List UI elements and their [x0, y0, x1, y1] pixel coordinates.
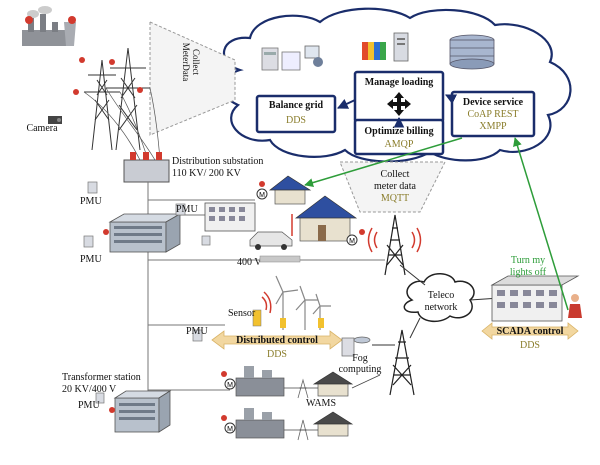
cloud-arrow-device-to-manage — [445, 94, 458, 105]
server-icon — [261, 47, 301, 71]
smart-meter-icon — [224, 422, 236, 434]
pmu-label: PMU — [80, 254, 102, 265]
collect-meter-data-protocol: MQTT — [381, 193, 409, 204]
solar-house-icon — [268, 175, 312, 205]
pmu-device-icon — [87, 181, 98, 194]
books-icon — [362, 42, 386, 60]
turn-lights-off-label-2: lights off — [510, 267, 547, 278]
collect-meter-data-funnel — [339, 161, 446, 213]
pmu-label: PMU — [80, 196, 102, 207]
distribution-substation-label-1: Distribution substation — [172, 156, 263, 167]
sensor-label: Sensor — [228, 308, 256, 319]
collect-meterdata-label-2: MeterData — [181, 43, 191, 81]
camera-label: Camera — [26, 123, 58, 134]
camera-icon — [48, 116, 62, 124]
pmu-label: PMU — [176, 204, 198, 215]
teleco-network-label-2: network — [425, 302, 458, 313]
device-service-box — [450, 90, 536, 138]
fog-computing-label-2: computing — [339, 364, 382, 375]
distributed-control-label: Distributed control — [236, 335, 318, 346]
data-center-building-icon — [108, 213, 182, 253]
collect-meterdata-funnel — [149, 21, 236, 136]
transmission-tower-icon — [84, 47, 150, 151]
smart-meter-symbol: M — [227, 426, 233, 433]
distribution-substation-icon — [123, 152, 170, 183]
collect-meterdata-label-1: Collect — [191, 49, 201, 75]
smart-meter-symbol: M — [227, 382, 233, 389]
scada-building-icon — [490, 275, 580, 322]
collect-meter-data-label-2: meter data — [374, 181, 416, 192]
database-icon — [449, 34, 495, 70]
user-workstation-icon — [304, 45, 323, 67]
sensor-icon — [280, 318, 286, 328]
pmu-device-icon — [95, 392, 105, 404]
collect-meter-data-label-1: Collect — [381, 169, 410, 180]
manage-loading-label: Manage loading — [365, 77, 434, 88]
green-arrow-person-to-device — [513, 137, 569, 311]
smart-meter-icon — [224, 378, 236, 390]
balance-grid-box — [255, 94, 337, 134]
smart-meter-icon — [256, 188, 268, 200]
sensor-icon — [252, 309, 262, 327]
wams-label: WAMS — [306, 398, 336, 409]
teleco-network-label-1: Teleco — [428, 290, 455, 301]
scada-control-label: SCADA control — [497, 326, 564, 337]
pmu-label: PMU — [186, 326, 208, 337]
solar-house-icon — [312, 371, 354, 397]
pmu-label: PMU — [78, 400, 100, 411]
signal-waves-icon — [261, 291, 272, 314]
smart-meter-symbol: M — [349, 238, 355, 245]
pmu-device-icon — [83, 235, 94, 248]
smart-meter-symbol: M — [259, 192, 265, 199]
transformer-station-label-2: 20 KV/400 V — [62, 384, 117, 395]
office-building-icon — [204, 202, 256, 232]
balance-grid-label: Balance grid — [269, 100, 324, 111]
factory-icon — [235, 408, 285, 439]
distributed-control-protocol: DDS — [267, 349, 287, 360]
scada-control-arrow — [481, 322, 579, 340]
turn-lights-off-label-1: Turn my — [511, 255, 545, 266]
transformer-station-label-1: Transformer station — [62, 372, 141, 383]
scada-control-protocol: DDS — [520, 340, 540, 351]
smart-meter-icon — [346, 234, 358, 246]
device-service-label: Device service — [463, 97, 524, 108]
network-links — [284, 374, 381, 431]
fog-computing-server-icon — [341, 336, 371, 357]
pmu-device-icon — [175, 203, 186, 216]
radio-tower-icon — [384, 214, 406, 276]
radio-tower-icon — [389, 329, 415, 396]
signal-waves-icon — [367, 227, 422, 253]
device-service-protocol-1: CoAP REST — [467, 109, 518, 120]
wifi-red-icon — [68, 16, 76, 24]
pmu-device-icon — [201, 235, 211, 246]
balance-grid-protocol: DDS — [286, 115, 306, 126]
sensor-icon — [318, 318, 324, 328]
tower-server-icon — [393, 32, 409, 62]
fog-computing-label-1: Fog — [352, 353, 368, 364]
pylon-small-icon — [297, 378, 309, 441]
transformer-station-icon — [113, 390, 172, 433]
move-cross-icon — [387, 92, 411, 116]
factory-icon — [235, 366, 285, 397]
electric-car-icon — [249, 231, 293, 250]
power-plant-icon — [22, 6, 76, 46]
optimize-billing-protocol: AMQP — [385, 139, 414, 150]
optimize-billing-label: Optimize billing — [364, 126, 433, 137]
distribution-substation-label-2: 110 KV/ 200 KV — [172, 168, 242, 179]
solar-house-icon — [294, 195, 358, 242]
green-arrow-device-to-house — [304, 137, 463, 187]
voltage-400v-label: 400 V — [237, 257, 262, 268]
person-icon — [568, 294, 582, 318]
cloud-arrow-manage-to-balance — [337, 98, 356, 109]
wifi-red-icon — [25, 16, 33, 24]
solar-house-icon — [312, 411, 354, 437]
pmu-device-icon — [192, 329, 203, 342]
battery-rack-icon — [259, 255, 301, 263]
device-service-protocol-2: XMPP — [479, 121, 507, 132]
